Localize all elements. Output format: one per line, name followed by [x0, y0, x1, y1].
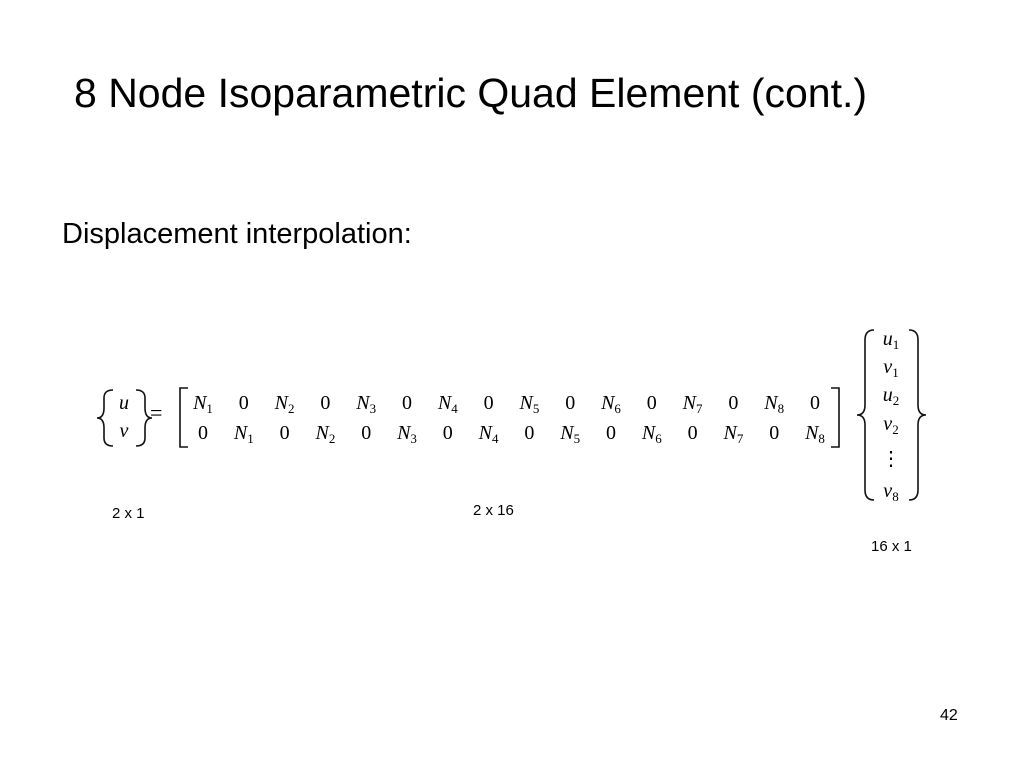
matrix-cell: N1: [233, 422, 254, 446]
matrix-cell: 0: [769, 422, 780, 444]
matrix-cell: 0: [198, 422, 208, 444]
equals-sign: =: [150, 400, 163, 425]
matrix-cell: 0: [810, 392, 820, 414]
matrix-cell: 0: [606, 422, 616, 444]
page-number: 42: [940, 707, 958, 724]
matrix-cell: 0: [442, 422, 453, 444]
lhs-entry-u: u: [119, 392, 129, 414]
matrix-cell: 0: [483, 392, 494, 414]
matrix-cell: N6: [601, 392, 621, 416]
rhs-entry: ⋮: [881, 448, 901, 470]
rhs-entry: u2: [882, 384, 900, 408]
matrix-cell: 0: [646, 392, 657, 414]
lhs-dimension-label: 2 x 1: [112, 505, 145, 522]
matrix-cell: N2: [315, 422, 336, 446]
matrix-cell: N4: [478, 422, 499, 446]
matrix-cell: 0: [238, 392, 249, 414]
rhs-right-brace: [908, 329, 927, 501]
matrix-cell: N4: [437, 392, 458, 416]
matrix-cell: 0: [524, 422, 535, 444]
matrix-cell: 0: [728, 392, 739, 414]
slide-subtitle: Displacement interpolation:: [62, 218, 412, 250]
lhs-entry-v: v: [119, 420, 129, 442]
matrix-cell: 0: [279, 422, 290, 444]
matrix-cell: N5: [519, 392, 540, 416]
rhs-dimension-label: 16 x 1: [871, 538, 912, 555]
rhs-entry: v8: [883, 480, 899, 504]
matrix-cell: N3: [356, 392, 377, 416]
matrix-cell: 0: [361, 422, 372, 444]
matrix-cell: 0: [320, 392, 331, 414]
rhs-entry: u1: [882, 328, 900, 352]
rhs-entry: v2: [883, 413, 899, 437]
matrix-cell: N8: [764, 392, 785, 416]
matrix-cell: N3: [397, 422, 417, 446]
matrix-cell: N6: [641, 422, 662, 446]
matrix-cell: N2: [274, 392, 295, 416]
matrix-cell: N5: [560, 422, 581, 446]
matrix-cell: 0: [565, 392, 576, 414]
rhs-entry: v1: [883, 356, 899, 380]
matrix-cell: N7: [682, 392, 703, 416]
matrix-dimension-label: 2 x 16: [473, 502, 514, 519]
matrix-cell: 0: [687, 422, 698, 444]
matrix-cell: 0: [402, 392, 412, 414]
matrix-cell: N1: [193, 392, 213, 416]
matrix-cell: N8: [805, 422, 825, 446]
slide-title: 8 Node Isoparametric Quad Element (cont.…: [74, 70, 868, 116]
matrix-cell: N7: [723, 422, 744, 446]
matrix-right-bracket: [831, 387, 840, 448]
